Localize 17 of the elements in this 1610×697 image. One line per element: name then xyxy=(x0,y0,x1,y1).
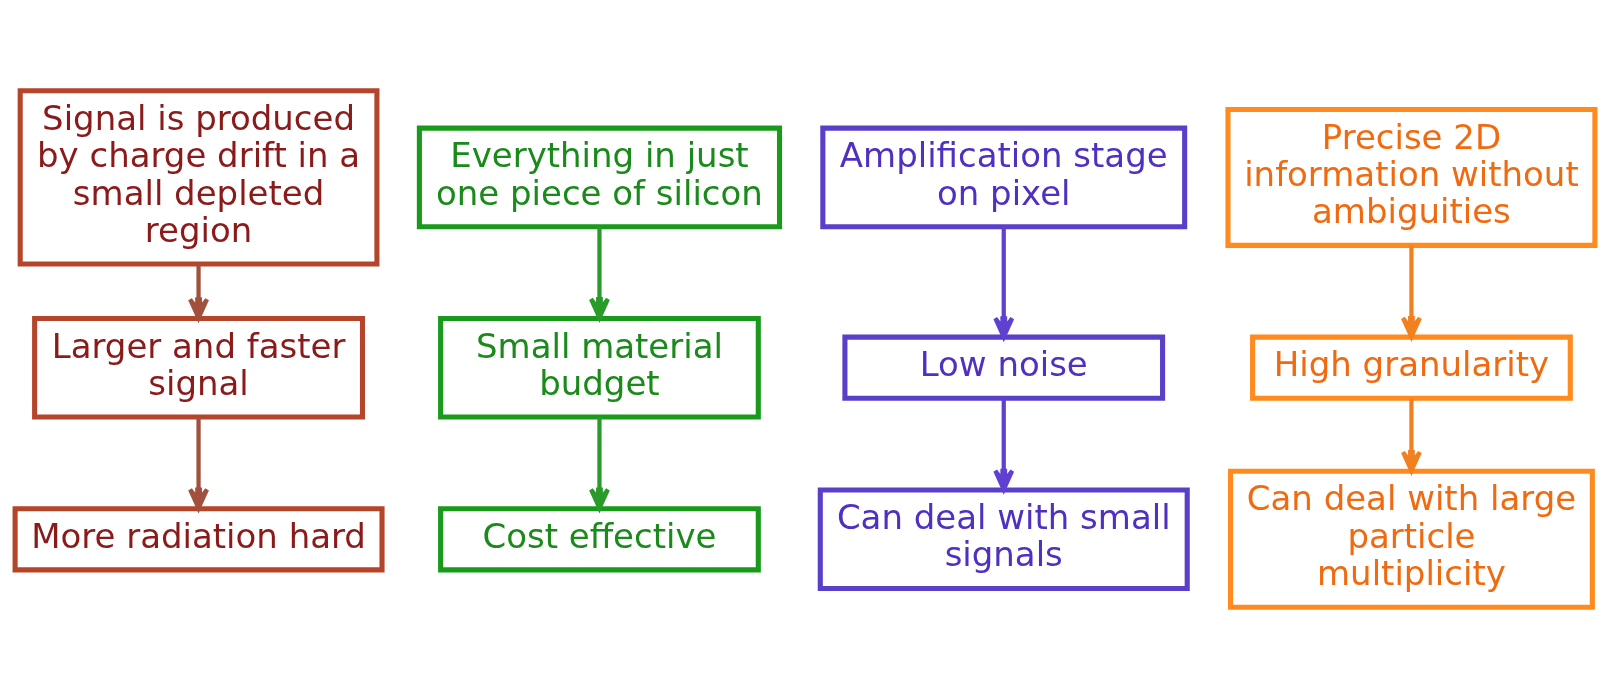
node-box: Can deal with small signals xyxy=(817,486,1190,591)
arrow xyxy=(993,398,1015,492)
arrow xyxy=(993,226,1015,339)
node-box: Everything in just one piece of silicon xyxy=(416,125,783,229)
node-box: Low noise xyxy=(842,334,1166,401)
node-box: Cost effective xyxy=(438,505,761,572)
node-box: Can deal with large particle multiplicity xyxy=(1228,468,1595,610)
node-box: High granularity xyxy=(1250,334,1573,401)
node-box: Signal is produced by charge drift in a small depleted region xyxy=(17,87,380,267)
arrow xyxy=(1400,398,1422,473)
node-box: More radiation hard xyxy=(12,505,385,572)
node-box: Small material budget xyxy=(438,315,761,419)
node-box: Amplification stage on pixel xyxy=(820,125,1188,229)
arrow xyxy=(588,226,610,320)
node-box: Precise 2D information without ambiguities xyxy=(1225,106,1598,248)
arrow xyxy=(1400,245,1422,339)
node-box: Larger and faster signal xyxy=(32,315,366,419)
